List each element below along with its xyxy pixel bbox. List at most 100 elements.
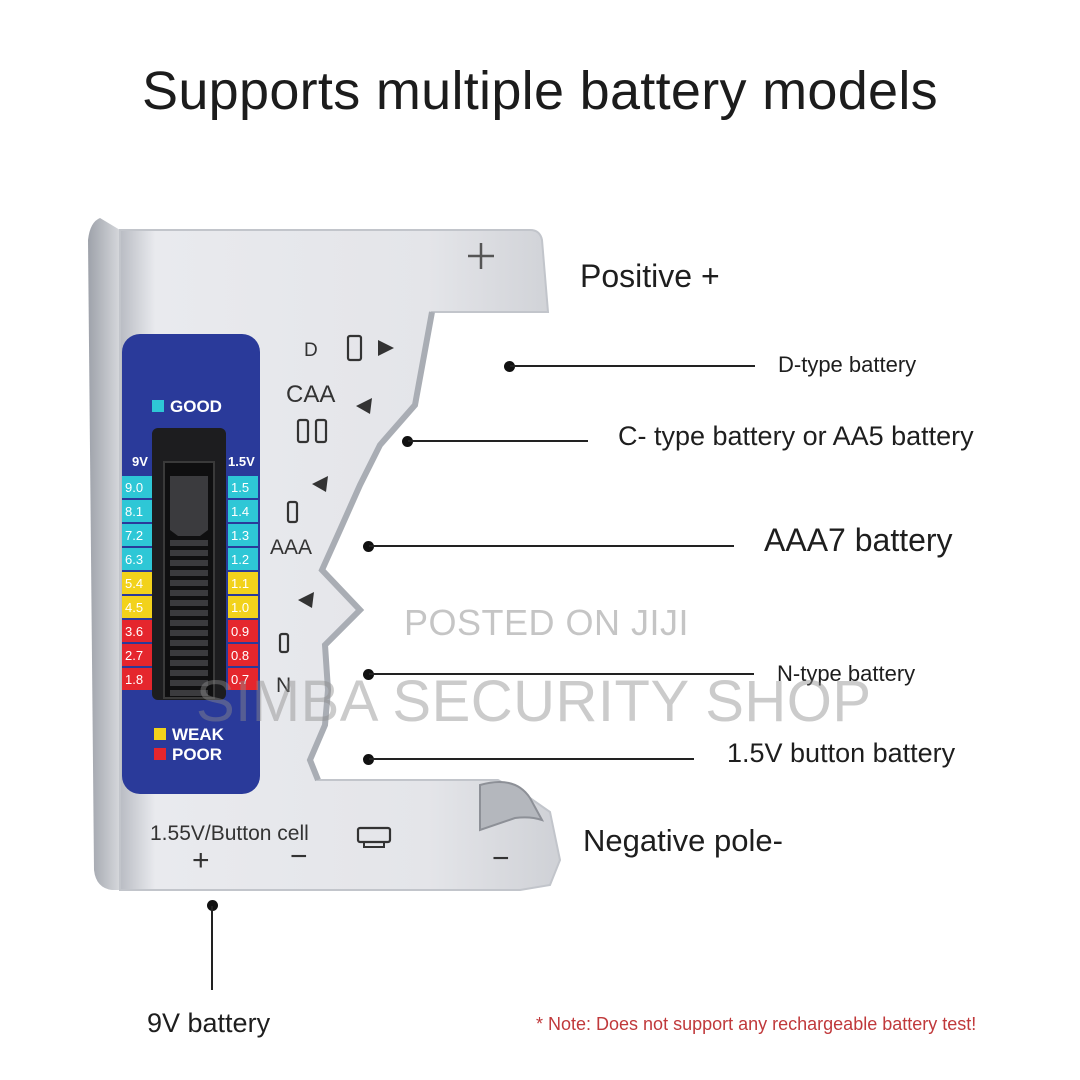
- scale-cell: [228, 620, 258, 642]
- meter-bar: [170, 690, 208, 696]
- scale-label: 4.5: [125, 600, 143, 615]
- arrow-left-icon: [312, 476, 328, 492]
- battery-tester-illustration: GOOD 9V 1.5V 9.08.17.26.35.44.53.62.71.8…: [88, 218, 562, 891]
- scale-right-header: 1.5V: [228, 454, 255, 469]
- scale-label: 0.7: [231, 672, 249, 687]
- callout-c-type: C- type battery or AA5 battery: [618, 421, 974, 451]
- meter-bar: [170, 550, 208, 556]
- meter-bar: [170, 590, 208, 596]
- leader-line: [369, 758, 694, 760]
- aa-battery-icon: [314, 418, 328, 444]
- device-side-edge: [88, 218, 120, 890]
- meter-bars: [170, 476, 208, 696]
- scale-cell: [122, 476, 152, 498]
- scale-cell: [228, 572, 258, 594]
- scale-cell: [122, 620, 152, 642]
- meter-bar: [170, 670, 208, 676]
- scale-cell: [122, 596, 152, 618]
- meter-bar: [170, 650, 208, 656]
- c-battery-icon: [296, 418, 310, 444]
- slot-label-n: N: [276, 674, 291, 697]
- scale-label: 1.2: [231, 552, 249, 567]
- 9v-battery-icon: [356, 826, 392, 848]
- scale-cell: [228, 524, 258, 546]
- callout-negative: Negative pole-: [583, 823, 783, 858]
- slot-label-d: D: [304, 340, 318, 361]
- scale-label: 5.4: [125, 576, 143, 591]
- button-minus-sign: −: [290, 840, 308, 873]
- scale-label: 1.3: [231, 528, 249, 543]
- watermark-shop: SIMBA SECURITY SHOP: [196, 669, 872, 734]
- button-plus-sign: +: [192, 844, 210, 877]
- pointer-dot: [363, 541, 374, 552]
- slot-label-aaa: AAA: [270, 536, 312, 559]
- rechargeable-note: * Note: Does not support any rechargeabl…: [536, 1014, 977, 1034]
- arrow-left-icon: [298, 592, 314, 608]
- scale-label: 1.0: [231, 600, 249, 615]
- scale-cell: [228, 548, 258, 570]
- leader-line: [369, 545, 734, 547]
- meter-bar: [170, 660, 208, 666]
- legend-poor: POOR: [172, 745, 222, 764]
- aaa-battery-icon: [286, 500, 299, 524]
- callout-n-type: N-type battery: [777, 661, 916, 686]
- scale-label: 8.1: [125, 504, 143, 519]
- scale-cell: [122, 572, 152, 594]
- scale-label: 1.5: [231, 480, 249, 495]
- callout-button: 1.5V button battery: [727, 738, 956, 768]
- scale-label: 0.8: [231, 648, 249, 663]
- n-battery-icon: [278, 632, 290, 654]
- good-swatch: [152, 400, 164, 412]
- meter-bar: [170, 570, 208, 576]
- leader-line: [369, 673, 754, 675]
- spring-clip: [479, 781, 545, 832]
- scale-right-column: 1.5 1.4 1.3 1.2 1.1 1.0 0.9 0.8 0.7: [228, 476, 258, 690]
- scale-cell: [228, 668, 258, 690]
- meter-bar: [170, 600, 208, 606]
- meter-bar: [170, 540, 208, 546]
- scale-left-column: 9.08.17.26.35.44.53.62.71.8: [122, 476, 152, 690]
- scale-cell: [122, 524, 152, 546]
- leader-line: [211, 906, 213, 990]
- pointer-dot: [363, 754, 374, 765]
- meter-bar: [170, 610, 208, 616]
- meter-bar: [170, 560, 208, 566]
- arrow-right-icon: [378, 340, 394, 356]
- positive-terminal-icon: [468, 243, 494, 269]
- arrow-left-icon: [356, 398, 372, 414]
- pointer-dot: [504, 361, 515, 372]
- scale-cell: [122, 644, 152, 666]
- meter-needle-head: [170, 476, 208, 536]
- scale-cell: [122, 548, 152, 570]
- button-cell-label: 1.55V/Button cell: [150, 822, 309, 845]
- legend-good: GOOD: [170, 397, 222, 416]
- scale-label: 0.9: [231, 624, 249, 639]
- scale-label: 1.1: [231, 576, 249, 591]
- leader-line: [510, 365, 755, 367]
- meter-bar: [170, 580, 208, 586]
- weak-swatch: [154, 728, 166, 740]
- scale-cell: [122, 668, 152, 690]
- meter-bar: [170, 630, 208, 636]
- scale-label: 9.0: [125, 480, 143, 495]
- meter-bar: [170, 680, 208, 686]
- pointer-dot: [363, 669, 374, 680]
- callout-aaa7: AAA7 battery: [764, 522, 953, 558]
- leader-line: [408, 440, 588, 442]
- d-battery-icon: [346, 334, 363, 362]
- negative-minus-sign: −: [492, 842, 510, 875]
- pointer-dot: [207, 900, 218, 911]
- scale-cell: [228, 644, 258, 666]
- callout-d-type: D-type battery: [778, 352, 917, 377]
- poor-swatch: [154, 748, 166, 760]
- scale-label: 3.6: [125, 624, 143, 639]
- meter-bar: [170, 640, 208, 646]
- callout-9v: 9V battery: [147, 1008, 271, 1038]
- scale-left-header: 9V: [132, 454, 148, 469]
- scale-cell: [122, 500, 152, 522]
- slot-label-caa: CAA: [286, 381, 335, 408]
- scale-label: 1.4: [231, 504, 249, 519]
- scale-label: 1.8: [125, 672, 143, 687]
- callout-positive: Positive +: [580, 258, 720, 294]
- slot-contact-edge: [306, 311, 435, 782]
